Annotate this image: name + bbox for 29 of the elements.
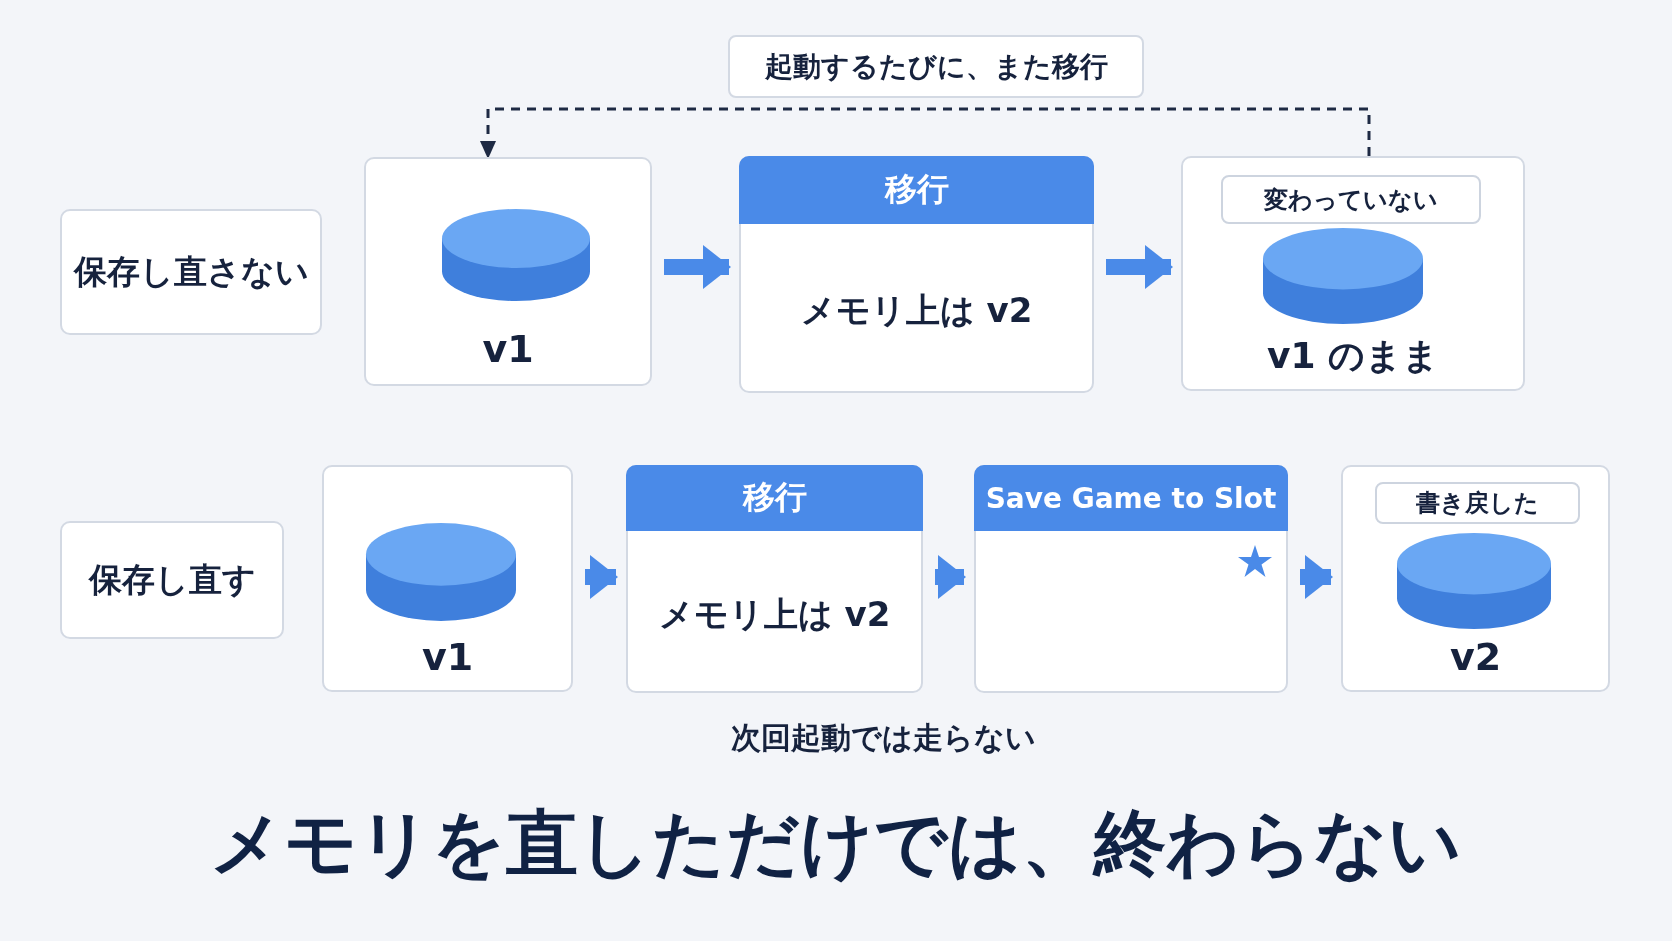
- block-arrow: [1300, 555, 1333, 599]
- dashed-arrow: [480, 107, 1371, 159]
- storage-card: [1181, 156, 1525, 391]
- status-tag: 書き戻した: [1375, 482, 1580, 524]
- block-arrow: [664, 245, 731, 289]
- version-text: v1 のまま: [1265, 334, 1441, 378]
- card-text: メモリ上は v2: [657, 592, 892, 636]
- step-card: [974, 465, 1288, 693]
- version-text: v2: [1448, 635, 1503, 679]
- storage-card: [364, 157, 652, 386]
- block-arrow: [1106, 245, 1173, 289]
- card-text: メモリ上は v2: [799, 289, 1034, 333]
- version-text: v1: [481, 327, 535, 371]
- page-title: メモリを直しただけでは、終わらない: [209, 800, 1463, 887]
- step-card: [626, 465, 923, 693]
- storage-card: [1341, 465, 1610, 692]
- edge-label: 起動するたびに、また移行: [728, 35, 1144, 98]
- row-label: 保存し直さない: [60, 209, 322, 335]
- storage-card: [322, 465, 573, 692]
- note-text: 次回起動では走らない: [729, 719, 1037, 757]
- row-label: 保存し直す: [60, 521, 284, 639]
- block-arrow: [935, 555, 966, 599]
- card-header: 移行: [739, 156, 1094, 224]
- step-card: [739, 156, 1094, 393]
- status-tag: 変わっていない: [1221, 175, 1481, 224]
- version-text: v1: [420, 635, 475, 679]
- card-header: 移行: [626, 465, 923, 531]
- block-arrow: [585, 555, 618, 599]
- card-header: Save Game to Slot: [974, 465, 1288, 531]
